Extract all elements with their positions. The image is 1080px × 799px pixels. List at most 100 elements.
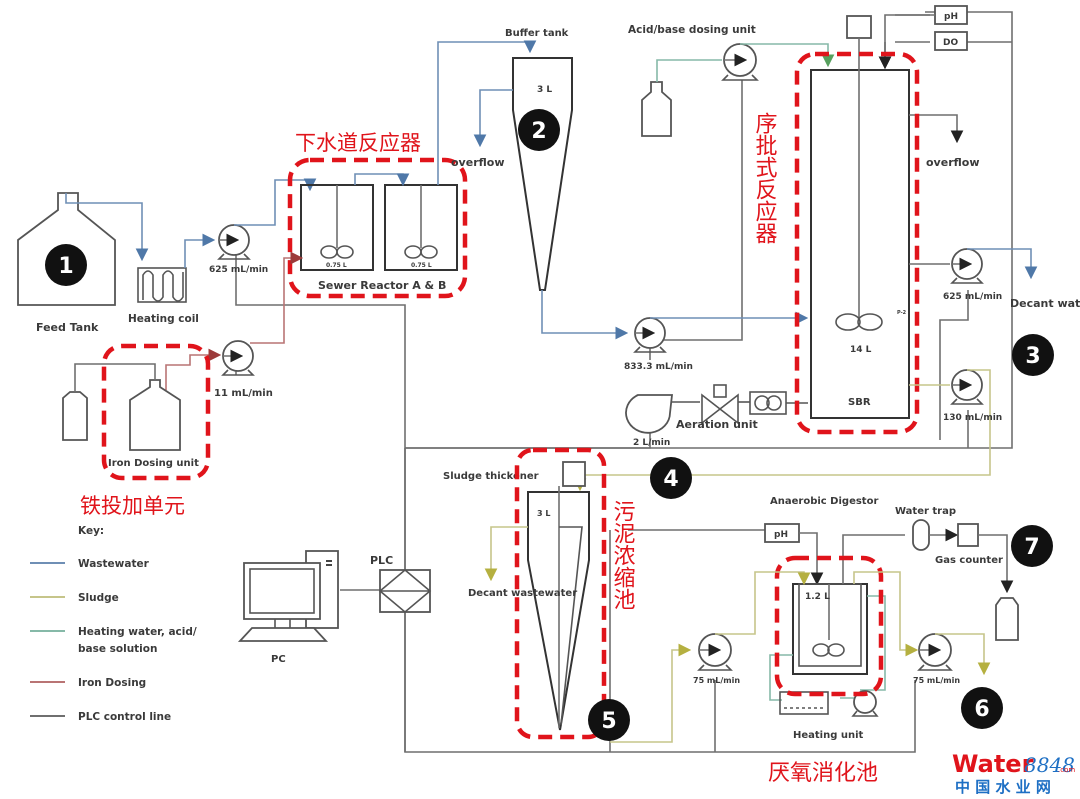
thickener-cn-label: 污泥浓缩池 (610, 500, 636, 610)
svg-text:pH: pH (944, 12, 958, 22)
svg-text:3 L: 3 L (537, 85, 552, 95)
sewer-reactor-cn-label: 下水道反应器 (295, 131, 421, 155)
water-trap-icon (912, 519, 930, 551)
iron-dosing-unit: Iron Dosing unit (62, 363, 199, 469)
svg-text:8848: 8848 (1024, 753, 1075, 777)
buffer-tank: Buffer tank 3 L 2 overflow (451, 28, 573, 291)
svg-text:Heating water, acid/: Heating water, acid/ (78, 626, 197, 638)
svg-text:Anaerobic Digestor: Anaerobic Digestor (770, 496, 878, 507)
sludge-thickener: Sludge thickener 3 L Decant wastewater (443, 461, 590, 731)
svg-text:.com: .com (1058, 766, 1075, 774)
legend-item-sludge: Sludge (30, 592, 119, 604)
svg-text:序批式反应器: 序批式反应器 (752, 112, 778, 244)
svg-text:11 mL/min: 11 mL/min (214, 388, 273, 399)
sbr-feed-pump-icon: 833.3 mL/min (624, 311, 809, 372)
sbr-reactor: P-2 14 L SBR pH DO overflow (810, 5, 980, 419)
svg-text:4: 4 (663, 467, 678, 492)
legend-item-iron-dosing: Iron Dosing (30, 677, 146, 689)
svg-text:Iron Dosing: Iron Dosing (78, 677, 146, 689)
svg-text:Gas counter: Gas counter (935, 555, 1003, 566)
svg-text:3: 3 (1025, 344, 1040, 369)
svg-text:6: 6 (974, 697, 989, 722)
svg-text:pH: pH (774, 530, 788, 540)
svg-text:2 L/min: 2 L/min (633, 438, 670, 448)
thickener-highlight (514, 447, 607, 740)
svg-text:Decant wastewater: Decant wastewater (468, 588, 577, 599)
watermark-logo: Water 8848 .com 中 国 水 业 网 (952, 750, 1075, 796)
step-badge-2 (518, 109, 560, 151)
svg-text:Aeration unit: Aeration unit (676, 418, 758, 431)
sewer-reactor-highlight (287, 157, 468, 299)
svg-text:7: 7 (1024, 535, 1039, 560)
svg-text:P-2: P-2 (897, 310, 907, 316)
digester-output-pump-icon: 75 mL/min (853, 571, 991, 685)
sbr-cn-label: 序批式反应器 (752, 112, 778, 244)
svg-text:Sludge: Sludge (78, 592, 119, 604)
iron-dosing-cn-label: 铁投加单元 (80, 494, 185, 518)
svg-text:中 国 水 业 网: 中 国 水 业 网 (955, 778, 1051, 796)
svg-text:833.3 mL/min: 833.3 mL/min (624, 362, 693, 372)
svg-text:Acid/base dosing unit: Acid/base dosing unit (628, 24, 756, 36)
decant-water-label: Decant water (1010, 297, 1080, 310)
step-badge-6 (961, 687, 1003, 729)
svg-text:DO: DO (943, 38, 958, 48)
svg-text:PC: PC (271, 654, 286, 665)
svg-text:Heating coil: Heating coil (128, 313, 199, 325)
aeration-unit: Aeration unit 2 L/min (625, 384, 808, 448)
step-badge-4 (650, 457, 692, 499)
sewer-reactor-b: 0.75 L (384, 184, 458, 271)
digester-highlight (774, 555, 884, 697)
svg-text:75 mL/min: 75 mL/min (693, 676, 740, 685)
step-badge-3 (1012, 334, 1054, 376)
svg-text:0.75 L: 0.75 L (411, 262, 432, 269)
svg-text:污泥浓缩池: 污泥浓缩池 (610, 500, 636, 610)
digester-feed-pump-icon: 75 mL/min (693, 571, 811, 685)
svg-text:130 mL/min: 130 mL/min (943, 413, 1002, 423)
svg-text:overflow: overflow (926, 156, 980, 169)
svg-text:1.2 L: 1.2 L (805, 592, 830, 602)
feed-tank: 1 Feed Tank (17, 192, 116, 334)
feed-tank-label: Feed Tank (36, 321, 99, 334)
svg-text:PLC: PLC (370, 554, 393, 567)
pc-computer-icon: PC (237, 550, 339, 665)
svg-text:Water trap: Water trap (895, 506, 956, 517)
gas-counter-icon (957, 523, 979, 547)
legend-item-heating-water: Heating water, acid/ base solution (30, 626, 197, 655)
svg-text:Heating unit: Heating unit (793, 730, 864, 741)
svg-text:SBR: SBR (848, 397, 871, 408)
decant-pump-icon: 625 mL/min Decant water 3 (909, 248, 1080, 376)
iron-pump-icon: 11 mL/min (214, 340, 273, 399)
legend-item-wastewater: Wastewater (30, 558, 150, 570)
step-badge-1 (45, 244, 87, 286)
svg-text:overflow: overflow (451, 156, 505, 169)
step-badge-5 (588, 699, 630, 741)
plc-unit: PLC (370, 554, 432, 614)
sewer-reactor-label: Sewer Reactor A & B (318, 279, 446, 292)
sbr-do-sensor (934, 31, 968, 51)
svg-text:2: 2 (531, 119, 546, 144)
svg-text:625 mL/min: 625 mL/min (943, 292, 1002, 302)
svg-text:75 mL/min: 75 mL/min (913, 676, 960, 685)
svg-text:625 mL/min: 625 mL/min (209, 265, 268, 275)
svg-text:Water: Water (952, 750, 1034, 778)
feed-line (65, 193, 149, 262)
svg-text:Wastewater: Wastewater (78, 558, 150, 570)
svg-text:0.75 L: 0.75 L (326, 262, 347, 269)
acid-base-dosing-unit: Acid/base dosing unit (628, 24, 835, 137)
svg-text:1: 1 (58, 254, 73, 279)
svg-text:base solution: base solution (78, 643, 157, 655)
svg-text:Iron Dosing unit: Iron Dosing unit (108, 458, 199, 469)
legend: Key: Wastewater Sludge Heating water, ac… (30, 525, 197, 723)
svg-text:3 L: 3 L (537, 509, 550, 518)
feed-pump-icon: 625 mL/min (209, 178, 317, 275)
step-badge-7 (1011, 525, 1053, 567)
digester-cn-label: 厌氧消化池 (768, 761, 878, 786)
svg-text:14 L: 14 L (850, 345, 872, 355)
sewer-reactor-a: 0.75 L (300, 184, 374, 271)
sbr-highlight (794, 51, 920, 435)
svg-text:Key:: Key: (78, 525, 104, 537)
legend-item-plc-control: PLC control line (30, 711, 171, 723)
iron-dosing-highlight (101, 343, 211, 481)
